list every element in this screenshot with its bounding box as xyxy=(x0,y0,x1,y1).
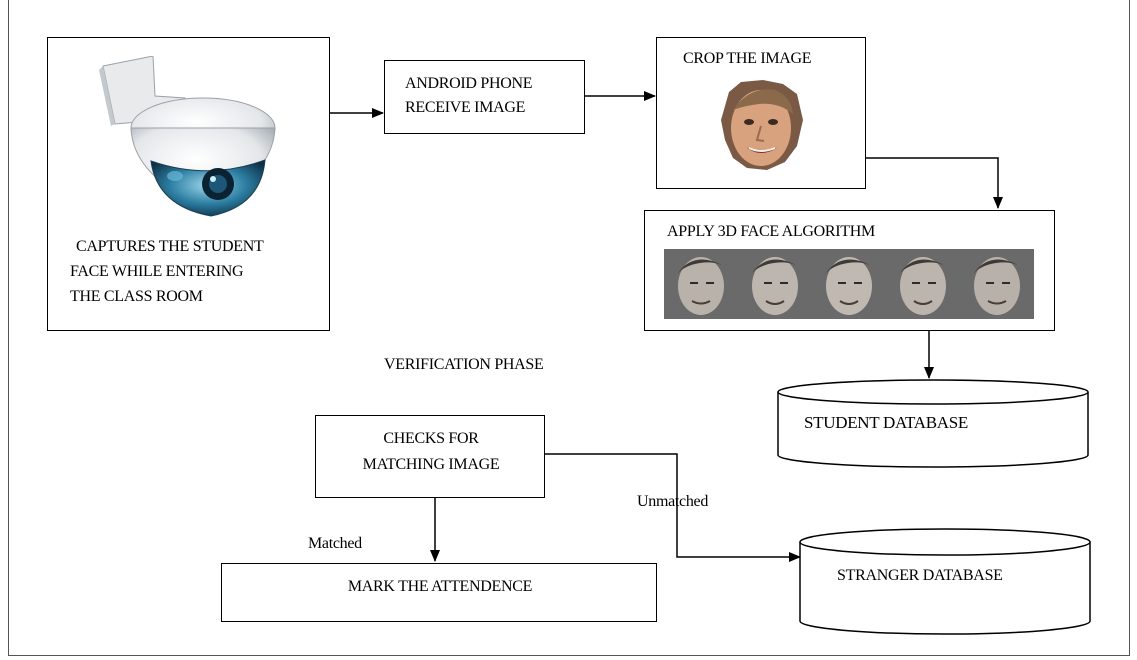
face-frame-1 xyxy=(678,257,724,315)
camera-caption-line1: CAPTURES THE STUDENT xyxy=(76,238,264,255)
face-photo xyxy=(721,80,803,170)
camera-caption-line2: FACE WHILE ENTERING xyxy=(70,263,244,280)
verification-phase-label: VERIFICATION PHASE xyxy=(384,356,544,373)
diagram-frame xyxy=(8,0,1130,656)
crop-image-box: CROP THE IMAGE xyxy=(656,37,866,189)
face-sequence-strip xyxy=(664,249,1034,319)
camera-caption-line3: THE CLASS ROOM xyxy=(70,288,203,305)
android-line2: RECEIVE IMAGE xyxy=(405,99,526,116)
face-frame-4 xyxy=(900,257,946,315)
checks-line1: CHECKS FOR xyxy=(383,430,479,447)
algorithm-title: APPLY 3D FACE ALGORITHM xyxy=(667,223,875,240)
android-line1: ANDROID PHONE xyxy=(405,75,533,92)
checks-matching-box: CHECKS FOR MATCHING IMAGE xyxy=(315,415,545,498)
mark-attendance-box: MARK THE ATTENDENCE xyxy=(221,563,657,622)
camera-box: CAPTURES THE STUDENT FACE WHILE ENTERING… xyxy=(47,37,330,331)
matched-edge-label: Matched xyxy=(308,535,362,552)
face-frame-3 xyxy=(826,257,872,315)
student-database-label: STUDENT DATABASE xyxy=(804,413,969,432)
android-phone-box: ANDROID PHONE RECEIVE IMAGE xyxy=(384,60,585,134)
crop-title: CROP THE IMAGE xyxy=(683,50,812,67)
arrow-crop-to-algorithm xyxy=(865,157,1003,209)
face-algorithm-box: APPLY 3D FACE ALGORITHM xyxy=(644,210,1055,331)
stranger-database-cylinder xyxy=(799,528,1091,635)
mark-attendance-label: MARK THE ATTENDENCE xyxy=(347,578,533,595)
unmatched-edge-label: Unmatched xyxy=(637,493,709,510)
student-database-cylinder xyxy=(777,379,1089,468)
security-camera-icon xyxy=(99,56,276,217)
face-frame-5 xyxy=(974,257,1020,315)
arrow-checks-to-stranger-db xyxy=(544,453,801,562)
face-frame-2 xyxy=(752,257,798,315)
stranger-database-label: STRANGER DATABASE xyxy=(837,567,1003,584)
checks-line2: MATCHING IMAGE xyxy=(362,456,500,473)
